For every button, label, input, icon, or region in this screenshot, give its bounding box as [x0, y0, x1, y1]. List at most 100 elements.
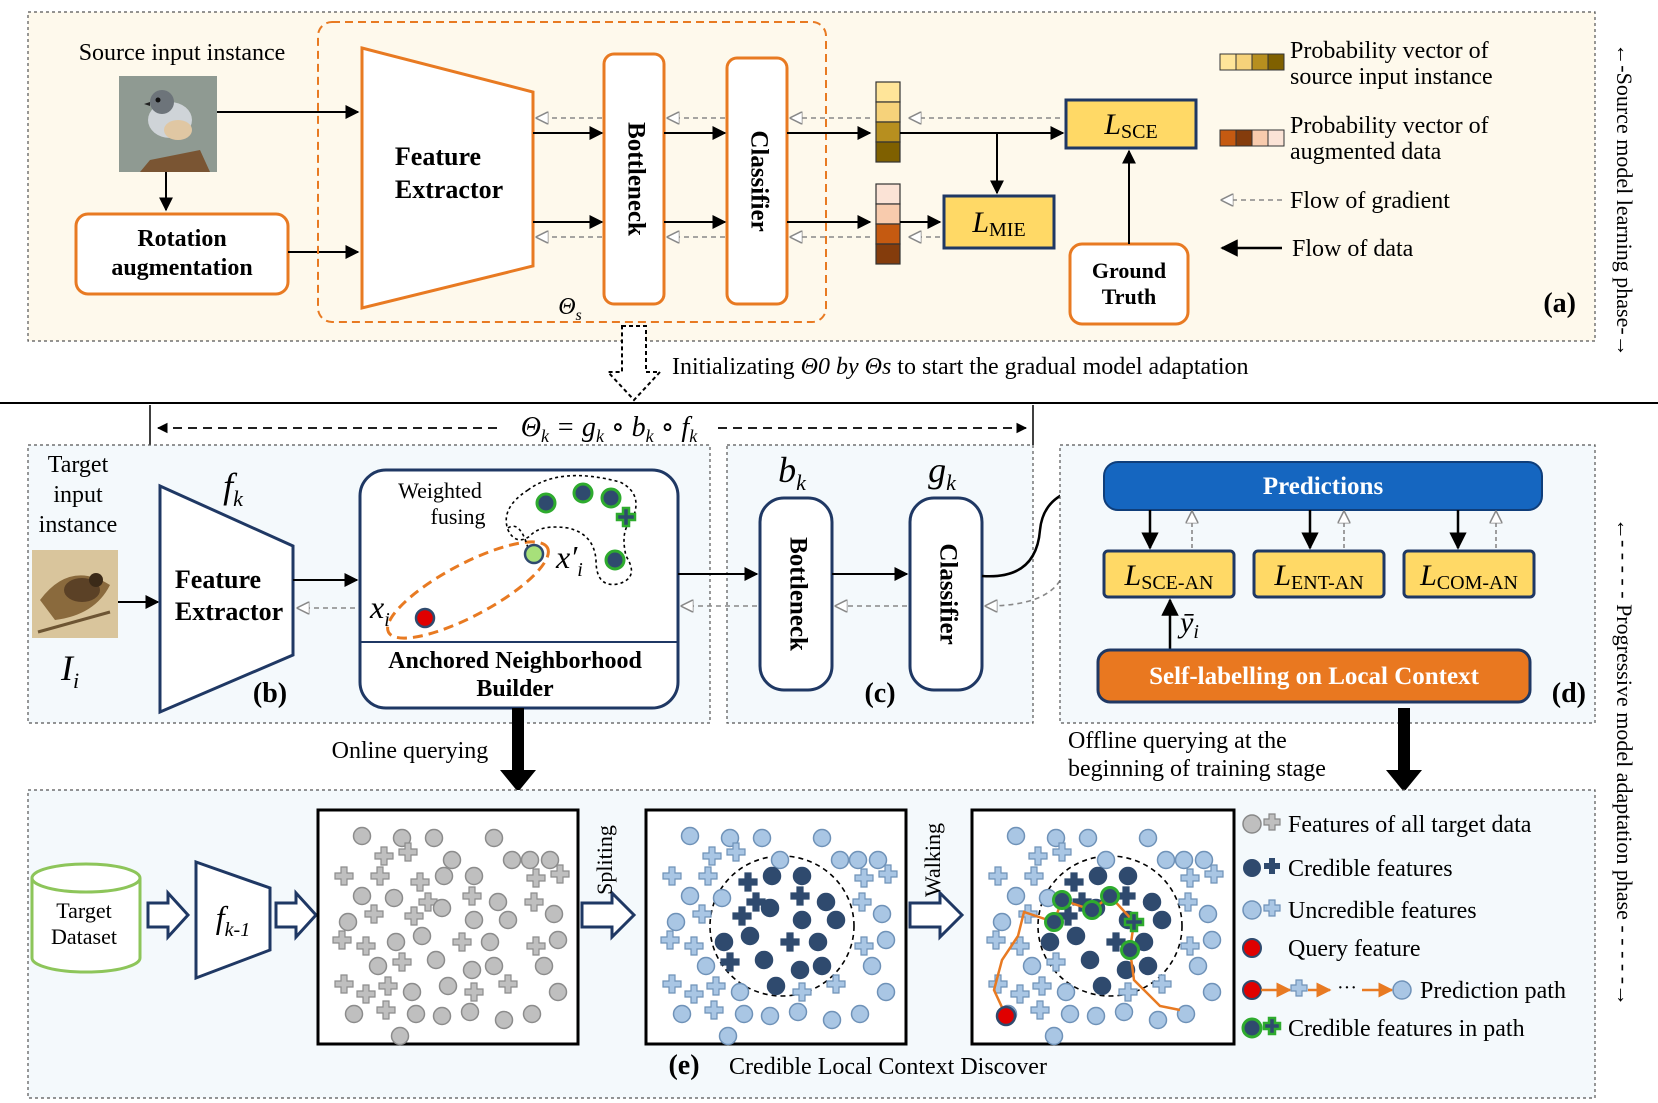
feature-dot: [680, 886, 700, 906]
feature-dot: [432, 1006, 452, 1026]
feature-dot: [520, 850, 540, 870]
legend-flow-gradient: Flow of gradient: [1290, 188, 1450, 214]
feature-box-all: [316, 808, 580, 1046]
feature-cross: [1123, 911, 1145, 933]
feature-dot: [1082, 900, 1102, 920]
feature-dot: [830, 850, 850, 870]
spliting-label: Spliting: [592, 825, 617, 895]
feature-cross: [398, 842, 418, 862]
target-dataset-cylinder: [30, 862, 142, 974]
feature-cross: [1028, 846, 1048, 866]
feature-cross: [986, 930, 1006, 950]
feature-cross: [878, 864, 898, 884]
feature-dot: [392, 828, 412, 848]
feature-dot: [402, 982, 422, 1002]
legend-flow-data: Flow of data: [1292, 236, 1414, 262]
feature-cross: [662, 866, 682, 886]
feature-dot: [488, 892, 508, 912]
feature-dot: [1138, 828, 1158, 848]
feature-dot: [1176, 1004, 1196, 1024]
feature-cross: [1064, 872, 1084, 892]
feature-dot: [522, 1004, 542, 1024]
feature-dot: [862, 956, 882, 976]
builder-label-1: Anchored Neighborhood: [388, 648, 642, 674]
fe-a-label-2: Extractor: [395, 175, 503, 204]
feature-dot: [1174, 850, 1194, 870]
feature-extractor-fk1: [194, 859, 272, 981]
feature-cross: [334, 974, 354, 994]
bottleneck-a: [602, 52, 666, 306]
feature-dot: [484, 828, 504, 848]
feature-cross: [404, 906, 424, 926]
feature-dot: [548, 930, 568, 950]
feature-cross: [1178, 892, 1198, 912]
feature-dot: [1006, 886, 1026, 906]
feature-dot: [438, 976, 458, 996]
feature-cross: [332, 930, 352, 950]
x-i-prime-point: [523, 543, 545, 565]
bottleneck-c: [758, 496, 834, 692]
feature-dot: [1194, 850, 1214, 870]
init-text: Initializating Θ0 by Θs to start the gra…: [672, 354, 1249, 380]
query-feature-point: [995, 1005, 1017, 1027]
source-bird-image: [119, 76, 217, 172]
classifier-a: [725, 56, 789, 306]
feature-dot: [1092, 976, 1112, 996]
feature-dot: [808, 932, 828, 952]
feature-dot: [992, 912, 1012, 932]
feature-dot: [1052, 890, 1072, 910]
feature-box-walk: [970, 808, 1236, 1046]
feature-dot: [848, 850, 868, 870]
init-arrow: [605, 325, 663, 402]
feature-cross: [524, 892, 544, 912]
feature-cross: [1180, 936, 1200, 956]
feature-cross: [378, 976, 398, 996]
feature-cross: [780, 932, 800, 952]
feature-cross: [660, 930, 680, 950]
fe-a-label-1: Feature: [395, 142, 481, 171]
feature-dot: [548, 982, 568, 1002]
ground-truth-label-1: Ground: [1092, 258, 1166, 283]
feature-dot: [352, 826, 372, 846]
classifier-c: [908, 496, 984, 692]
l-sce-box: [1064, 98, 1198, 150]
l-ent-an-box: [1252, 549, 1386, 599]
feature-cross: [732, 906, 752, 926]
walking-label: Walking: [920, 823, 945, 897]
legend-uncredible: Uncredible features: [1288, 898, 1477, 924]
feature-cross: [1030, 1000, 1050, 1020]
panel-e-label: (e): [668, 1050, 699, 1081]
legend-path: Prediction path: [1420, 978, 1566, 1004]
feature-dot: [1116, 960, 1136, 980]
feature-dot: [712, 888, 732, 908]
feature-dot: [760, 1006, 780, 1026]
classifier-c-label: Classifier: [934, 543, 961, 644]
feature-cross: [1010, 984, 1030, 1004]
feature-dot: [680, 826, 700, 846]
rotation-label-1: Rotation: [137, 226, 226, 252]
feature-dot: [1066, 926, 1086, 946]
feature-dot: [1138, 956, 1158, 976]
feature-cross: [410, 872, 430, 892]
feature-dot: [1040, 932, 1060, 952]
feature-cross: [550, 864, 570, 884]
fe-b-label-2: Extractor: [175, 597, 283, 626]
feature-cross: [526, 936, 546, 956]
feature-dot: [1156, 850, 1176, 870]
feature-dot: [390, 1026, 410, 1046]
feature-dot: [460, 1002, 480, 1022]
feature-dot: [718, 1026, 738, 1046]
feature-dot: [1148, 1010, 1168, 1030]
feature-dot: [1114, 1002, 1134, 1022]
feature-dot: [876, 982, 896, 1002]
rotation-label-2: augmentation: [111, 255, 252, 281]
builder-label-2: Builder: [476, 676, 554, 702]
feature-cross: [526, 868, 546, 888]
feature-dot: [544, 904, 564, 924]
feature-dot: [792, 866, 812, 886]
feature-dot: [1080, 950, 1100, 970]
feature-dot: [1142, 892, 1162, 912]
feature-cross: [738, 872, 758, 892]
feature-dot: [534, 956, 554, 976]
